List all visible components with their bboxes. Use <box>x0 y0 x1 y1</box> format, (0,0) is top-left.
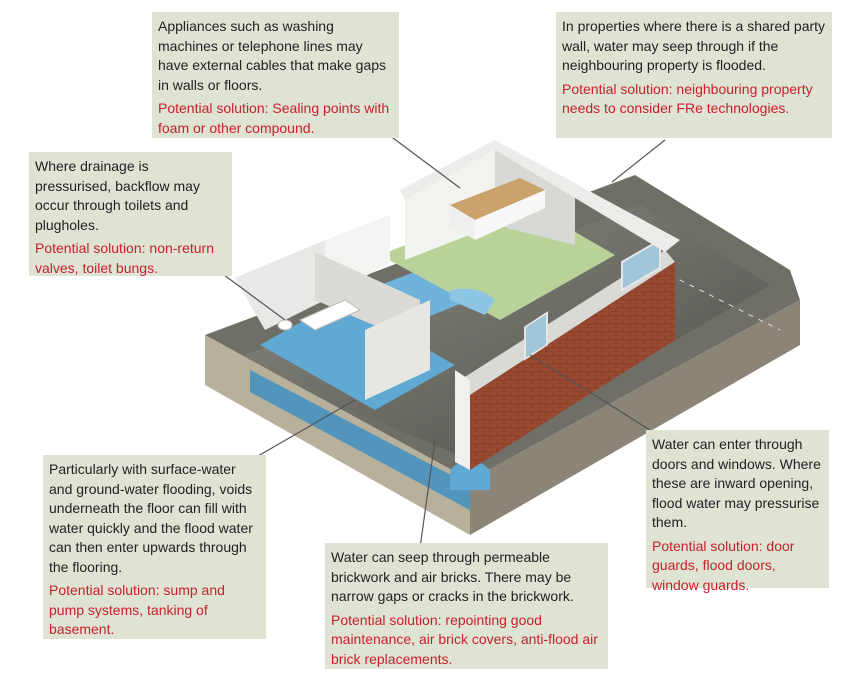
callout-brickwork-solution: Potential solution: repointing good main… <box>331 611 598 667</box>
callout-brickwork: Water can seep through permeable brickwo… <box>325 543 608 669</box>
leader-lines <box>219 131 666 549</box>
callout-party-wall-solution: Potential solution: neighbouring propert… <box>562 80 813 117</box>
callout-groundwater-solution: Potential solution: sump and pump system… <box>49 582 225 637</box>
underfloor-void-water <box>250 370 490 510</box>
callout-drainage: Where drainage is pressurised, backflow … <box>29 152 232 276</box>
callout-appliances-text: Appliances such as washing machines or t… <box>158 18 387 93</box>
callout-party-wall: In properties where there is a shared pa… <box>556 12 832 138</box>
callout-groundwater: Particularly with surface-water and grou… <box>43 455 266 639</box>
callout-drainage-text: Where drainage is pressurised, backflow … <box>35 158 200 233</box>
callout-party-wall-text: In properties where there is a shared pa… <box>562 18 826 73</box>
callout-groundwater-text: Particularly with surface-water and grou… <box>49 461 253 575</box>
brick-wall <box>455 238 675 470</box>
callout-appliances: Appliances such as washing machines or t… <box>152 12 399 138</box>
kitchen-and-bathroom-fittings <box>277 178 545 331</box>
window <box>524 311 548 361</box>
party-wall <box>400 140 680 252</box>
callout-brickwork-text: Water can seep through permeable brickwo… <box>331 549 574 604</box>
callout-drainage-solution: Potential solution: non-return valves, t… <box>35 240 214 276</box>
callout-doors-windows-solution: Potential solution: door guards, flood d… <box>652 537 795 593</box>
callout-doors-windows: Water can enter through doors and window… <box>646 430 829 593</box>
callout-appliances-solution: Potential solution: Sealing points with … <box>158 100 390 136</box>
window-right <box>621 238 661 292</box>
callout-doors-windows-text: Water can enter through doors and window… <box>652 436 821 530</box>
